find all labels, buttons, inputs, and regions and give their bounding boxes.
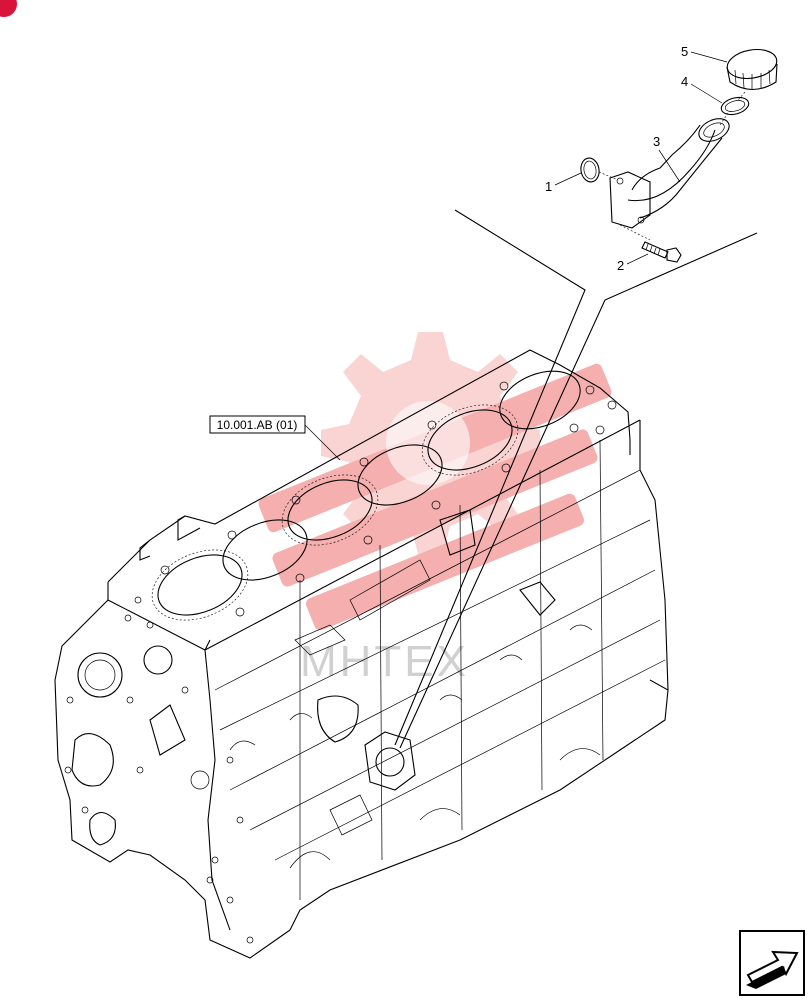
part-4-oring	[719, 96, 750, 126]
callout-4: 4	[681, 74, 723, 104]
watermark	[258, 332, 612, 631]
svg-text:4: 4	[681, 74, 688, 89]
svg-text:2: 2	[617, 258, 624, 273]
part-1-oring	[580, 157, 619, 183]
next-page-arrow-icon[interactable]	[739, 930, 805, 996]
svg-text:1: 1	[545, 179, 552, 194]
part-3-filler-tube	[609, 118, 730, 241]
reference-label: 10.001.AB (01)	[209, 415, 341, 461]
corner-marker-icon	[0, 0, 17, 17]
svg-text:5: 5	[681, 44, 688, 59]
callout-5: 5	[681, 44, 728, 63]
part-5-cap	[726, 48, 778, 101]
detail-leader-lines	[394, 209, 758, 749]
callout-3: 3	[653, 134, 681, 183]
svg-text:3: 3	[653, 134, 660, 149]
watermark-text: MHTEX	[300, 637, 469, 686]
callout-1: 1	[545, 172, 582, 194]
engine-block	[54, 349, 669, 959]
part-2-bolt	[641, 241, 682, 263]
svg-text:10.001.AB (01): 10.001.AB (01)	[217, 418, 298, 432]
callout-2: 2	[617, 253, 649, 273]
